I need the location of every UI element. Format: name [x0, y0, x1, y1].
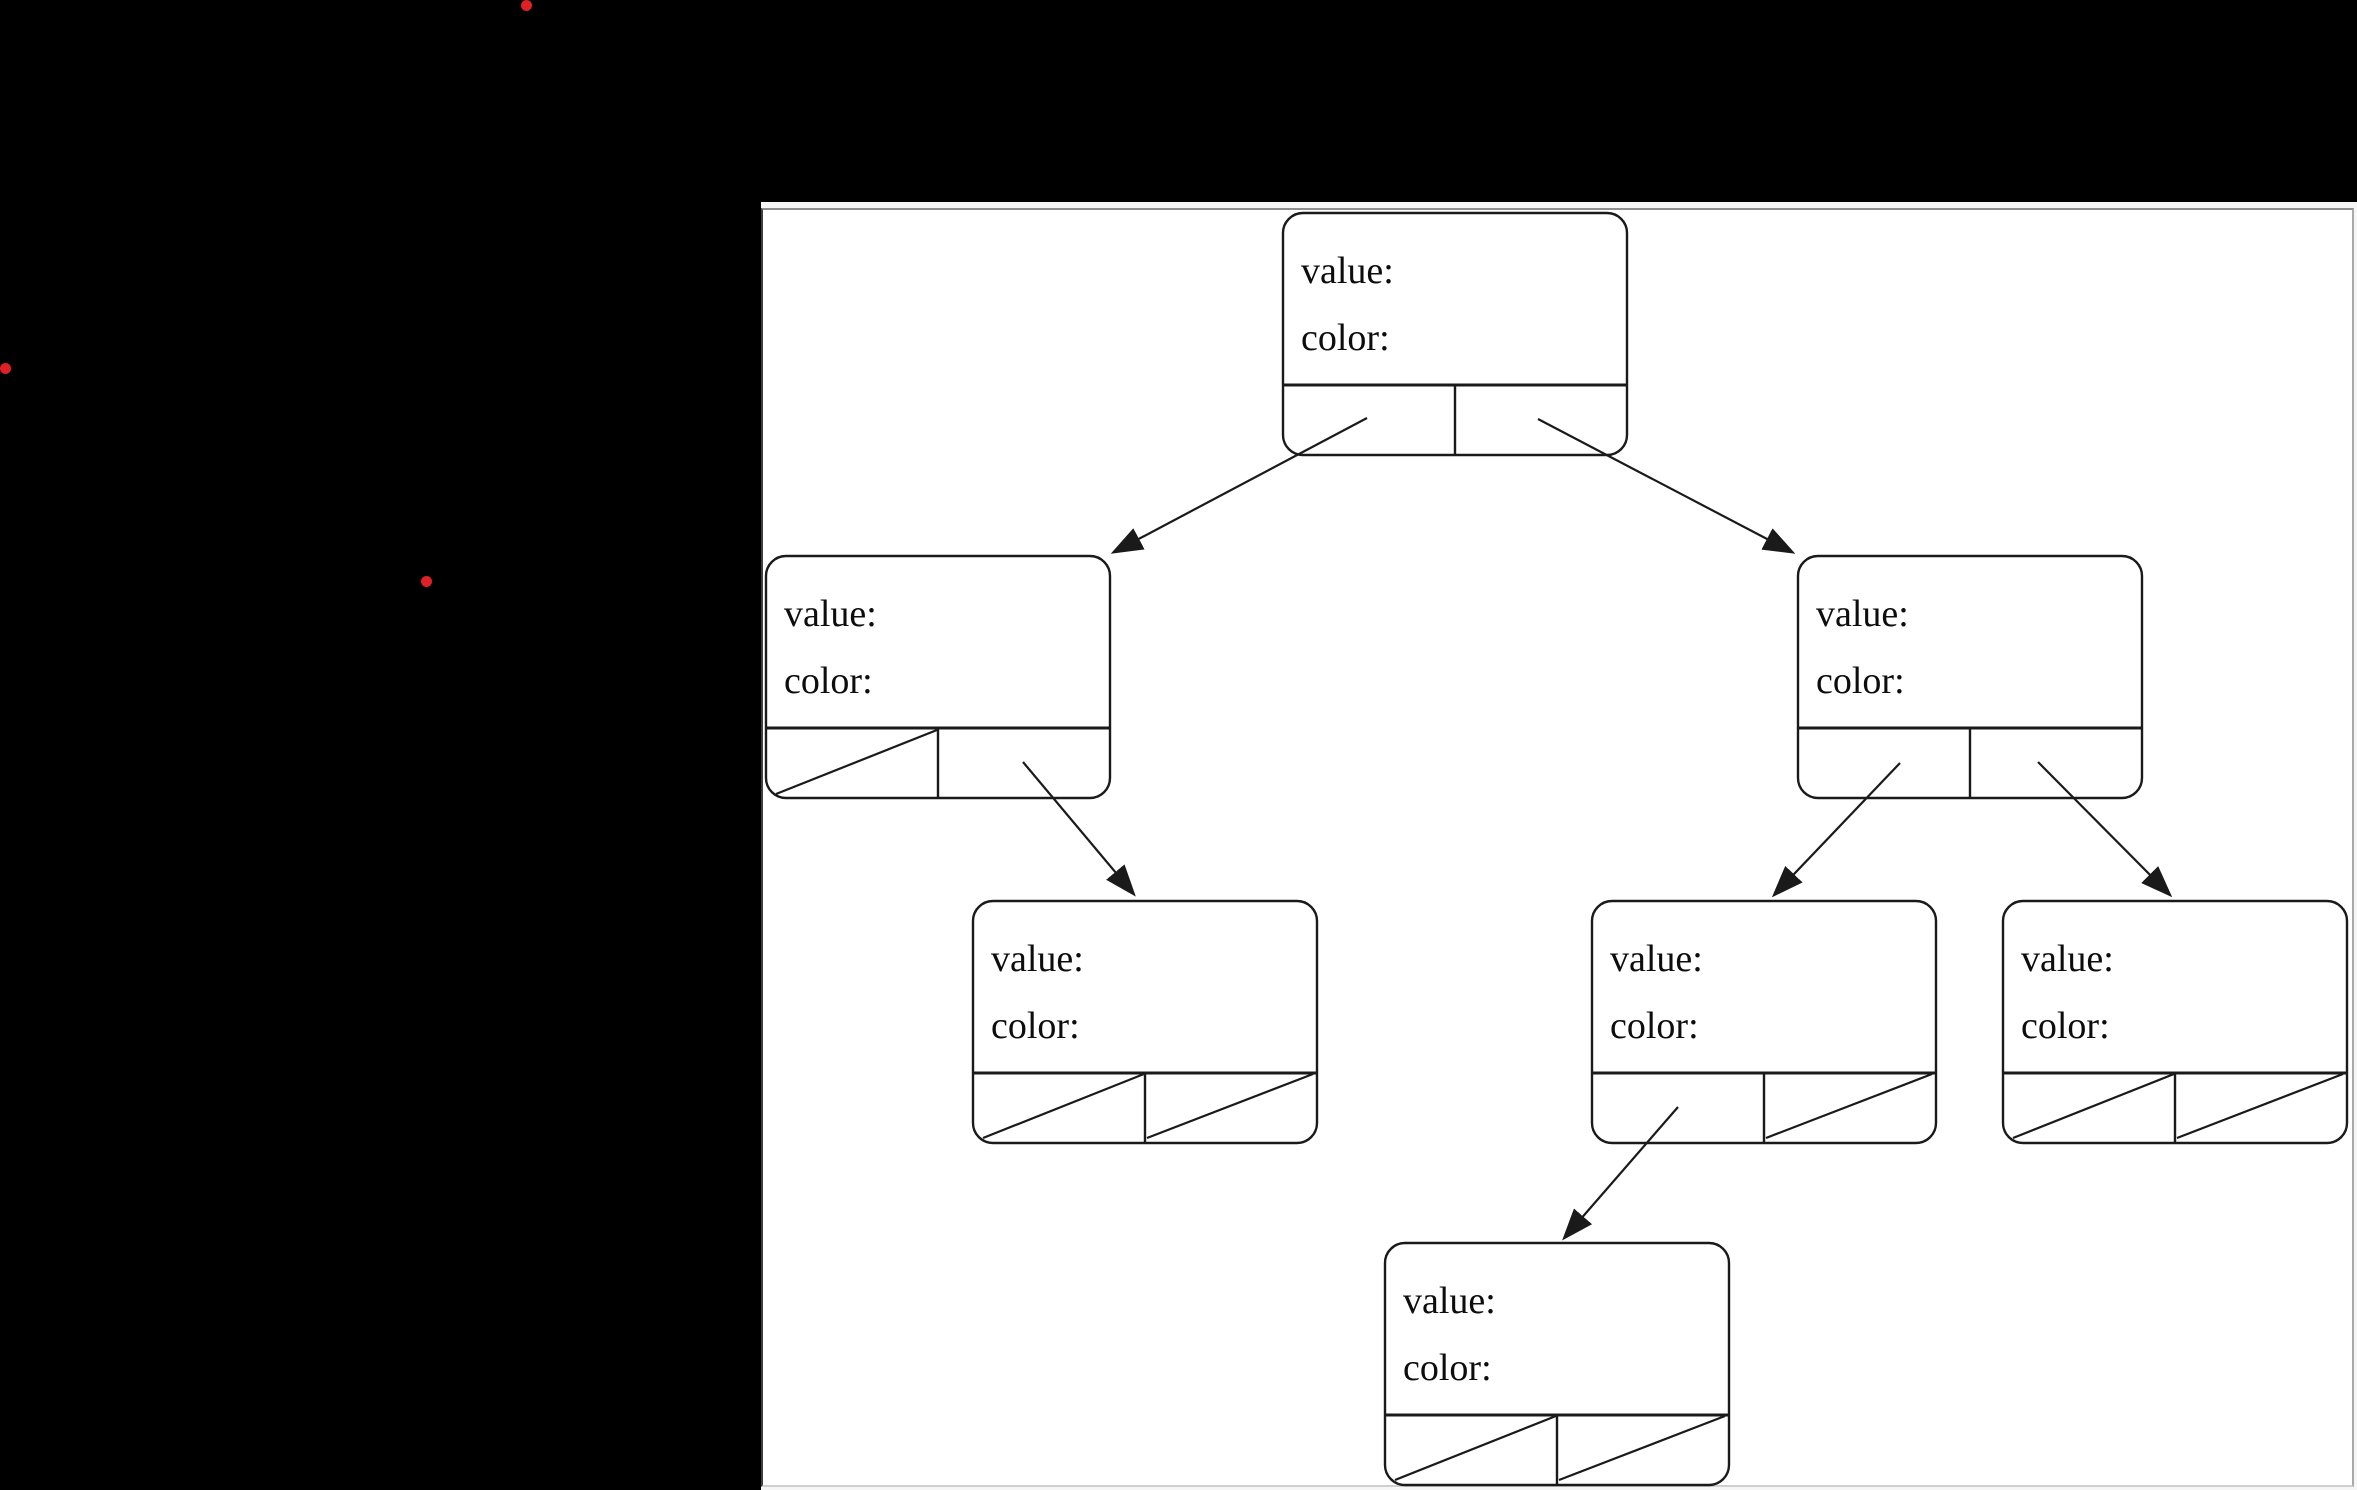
red-dot-top — [521, 0, 532, 11]
red-dot-left — [0, 363, 11, 374]
red-dot-mid — [421, 576, 432, 587]
document-page — [761, 208, 2354, 1487]
document-viewer-panel — [761, 202, 2357, 1490]
